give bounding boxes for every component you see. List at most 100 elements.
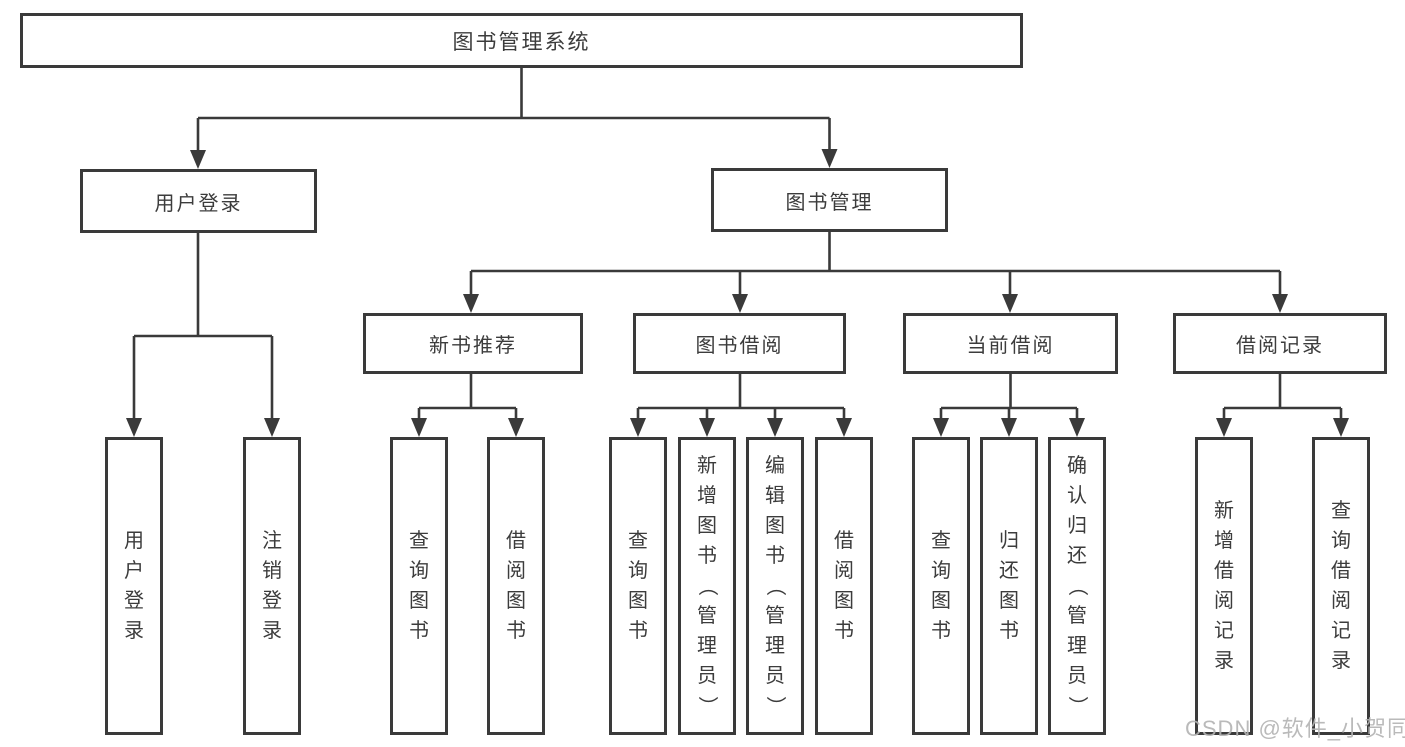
arrowhead [190, 150, 206, 169]
leaf-label-char: 增 [1214, 530, 1234, 552]
leaf-label-char: 询 [931, 560, 951, 582]
arrowhead [821, 149, 838, 168]
leaf-label-char: 图 [506, 590, 526, 612]
leaf-label-char: 书 [931, 620, 951, 642]
leaf-label-char: ） [696, 696, 718, 716]
connector-current-to-leaves [933, 373, 1085, 437]
leaf-label-char: 理 [765, 635, 785, 657]
leaf-label-char: 确 [1067, 455, 1087, 477]
leaf-newrec-query-books: 查询图书 [390, 437, 448, 735]
leaf-label-char: 阅 [1214, 590, 1234, 612]
leaf-label-char: 书 [506, 620, 526, 642]
leaf-label-char: 询 [1331, 530, 1351, 552]
arrowhead [1069, 418, 1085, 437]
leaf-label-char: 书 [697, 545, 717, 567]
leaf-label-char: 编 [765, 455, 785, 477]
arrowhead [836, 418, 852, 437]
leaf-label-char: 阅 [834, 560, 854, 582]
leaf-label-char: 询 [628, 560, 648, 582]
arrowhead [767, 418, 783, 437]
arrowhead [1002, 294, 1018, 313]
leaf-label-char: 录 [124, 620, 144, 642]
leaf-current-confirm-return-admin: 确认归还（管理员） [1048, 437, 1106, 735]
arrowhead [630, 418, 646, 437]
arrowhead [508, 418, 524, 437]
leaf-label-char: 图 [697, 515, 717, 537]
arrowhead [1333, 418, 1349, 437]
leaf-label-char: 图 [999, 590, 1019, 612]
leaf-label-char: 书 [999, 620, 1019, 642]
leaf-label-char: 录 [262, 620, 282, 642]
leaf-borrow-add-books-admin: 新增图书 （ 管理员 ） [678, 437, 736, 735]
arrowhead [732, 294, 748, 313]
arrowhead [1272, 294, 1288, 313]
node-book-management: 图书管理 [711, 168, 948, 232]
leaf-label-char: 图 [931, 590, 951, 612]
leaf-label-char: 还 [1067, 545, 1087, 567]
node-user-login-label: 用户登录 [154, 192, 243, 215]
leaf-borrow-edit-books-admin: 编辑图书（管理员） [746, 437, 804, 735]
leaf-label-char: 记 [1331, 620, 1351, 642]
leaf-label-char: 书 [409, 620, 429, 642]
connector-newrec-to-leaves [411, 373, 524, 437]
leaf-label-char: 还 [999, 560, 1019, 582]
leaf-label-char: 员 [697, 665, 717, 687]
arrowhead [1001, 418, 1017, 437]
leaf-label-char: 销 [262, 560, 282, 582]
leaf-label-char: 录 [1214, 650, 1234, 672]
leaf-label-char: 认 [1067, 485, 1087, 507]
leaf-label-char: 图 [628, 590, 648, 612]
leaf-label-char: 辑 [765, 485, 785, 507]
leaf-label-char: 管 [1067, 605, 1087, 627]
leaf-label-char: 增 [697, 485, 717, 507]
connector-bookmgmt-to-level3 [463, 232, 1288, 313]
leaf-label-char: 查 [931, 530, 951, 552]
leaf-label-char: 借 [834, 530, 854, 552]
leaf-record-add-record: 新增借阅记录 [1195, 437, 1253, 735]
arrowhead [463, 294, 479, 313]
connector-root-to-level2 [190, 68, 838, 169]
leaf-label-char: 书 [765, 545, 785, 567]
leaf-label-char: 借 [506, 530, 526, 552]
leaf-current-query-books: 查询图书 [912, 437, 970, 735]
leaf-label-char: 图 [834, 590, 854, 612]
leaf-label-char: 户 [124, 560, 144, 582]
leaf-label-char: 询 [409, 560, 429, 582]
node-new-book-recommend-label: 新书推荐 [429, 335, 517, 357]
leaf-user-login: 用户登录 [105, 437, 163, 735]
arrowhead [699, 418, 715, 437]
leaf-logout: 注销登录 [243, 437, 301, 735]
leaf-newrec-borrow-books: 借阅图书 [487, 437, 545, 735]
leaf-label-char: 阅 [1331, 590, 1351, 612]
leaf-borrow-query-books: 查询图书 [609, 437, 667, 735]
leaf-record-query-record: 查询借阅记录 [1312, 437, 1370, 735]
leaf-label-char: 登 [262, 590, 282, 612]
arrowhead [933, 418, 949, 437]
leaf-label-char: 归 [999, 530, 1019, 552]
leaf-label-char: 登 [124, 590, 144, 612]
csdn-watermark: CSDN @软件_小贺同学 [1185, 716, 1405, 741]
node-root-label: 图书管理系统 [452, 30, 591, 54]
leaf-label-char: 书 [628, 620, 648, 642]
leaf-label-char: 新 [697, 455, 717, 477]
connector-record-to-leaves [1216, 373, 1349, 437]
leaf-label-char: 管 [765, 605, 785, 627]
connector-userlogin-to-leaves [126, 233, 280, 437]
leaf-label-char: 图 [409, 590, 429, 612]
node-new-book-recommend: 新书推荐 [363, 313, 583, 374]
leaf-label-char: 借 [1214, 560, 1234, 582]
leaf-label-char: （ [696, 576, 718, 596]
node-book-management-label: 图书管理 [785, 191, 874, 214]
leaf-label-char: 用 [124, 530, 144, 552]
node-user-login: 用户登录 [80, 169, 317, 233]
node-book-borrow-label: 图书借阅 [695, 335, 784, 357]
node-borrow-record-label: 借阅记录 [1236, 335, 1324, 357]
leaf-label-char: 理 [1067, 635, 1087, 657]
leaf-label-char: 理 [697, 635, 717, 657]
leaf-label-char: 管 [697, 605, 717, 627]
leaf-label-char: ） [764, 696, 786, 716]
leaf-label-char: （ [1066, 576, 1088, 596]
leaf-label-char: 图 [765, 515, 785, 537]
